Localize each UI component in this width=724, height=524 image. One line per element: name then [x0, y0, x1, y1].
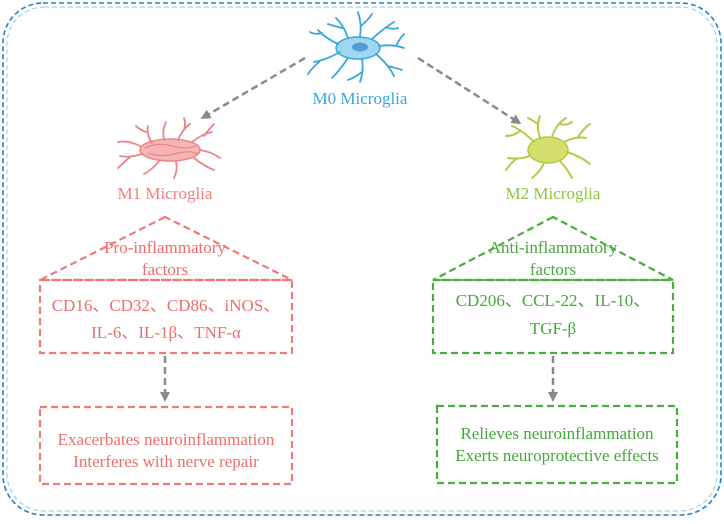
pro-category-line2: factors	[141, 260, 189, 279]
pro-outcome-box	[38, 405, 294, 486]
anti-category-line2: factors	[529, 260, 577, 279]
outer-frame	[2, 2, 722, 516]
pro-factors-line2: IL-6、IL-1β、TNF-α	[91, 323, 241, 342]
anti-inflammatory-triangle	[432, 215, 674, 282]
anti-effect-line2: Exerts neuroprotective effects	[455, 446, 659, 465]
microglia-cell-red-icon	[117, 117, 221, 179]
m0-label: M0 Microglia	[312, 89, 408, 108]
anti-factors-line1: CD206、CCL-22、IL-10、	[455, 291, 651, 310]
pro-inflammatory-factors-box	[38, 278, 294, 355]
pro-factors-line1: CD16、CD32、CD86、iNOS、	[51, 296, 281, 315]
arrow-m0-to-m1	[200, 56, 306, 120]
microglia-cell-green-icon	[505, 115, 591, 179]
inner-frame	[6, 6, 718, 512]
anti-inflammatory-factors-box	[431, 278, 675, 355]
m1-label: M1 Microglia	[117, 184, 213, 203]
arrow-m0-to-m2	[417, 56, 522, 125]
anti-category-line1: Anti-inflammatory	[488, 238, 618, 257]
pro-category-line1: Pro-inflammatory	[104, 238, 226, 257]
pro-effect-line2: Interferes with nerve repair	[73, 452, 259, 471]
m2-label: M2 Microglia	[505, 184, 601, 203]
microglia-cell-blue-icon	[307, 11, 405, 83]
anti-outcome-box	[435, 404, 679, 485]
pro-effect-line1: Exacerbates neuroinflammation	[57, 430, 275, 449]
anti-factors-line2: TGF-β	[529, 319, 577, 338]
anti-effect-line1: Relieves neuroinflammation	[460, 424, 654, 443]
